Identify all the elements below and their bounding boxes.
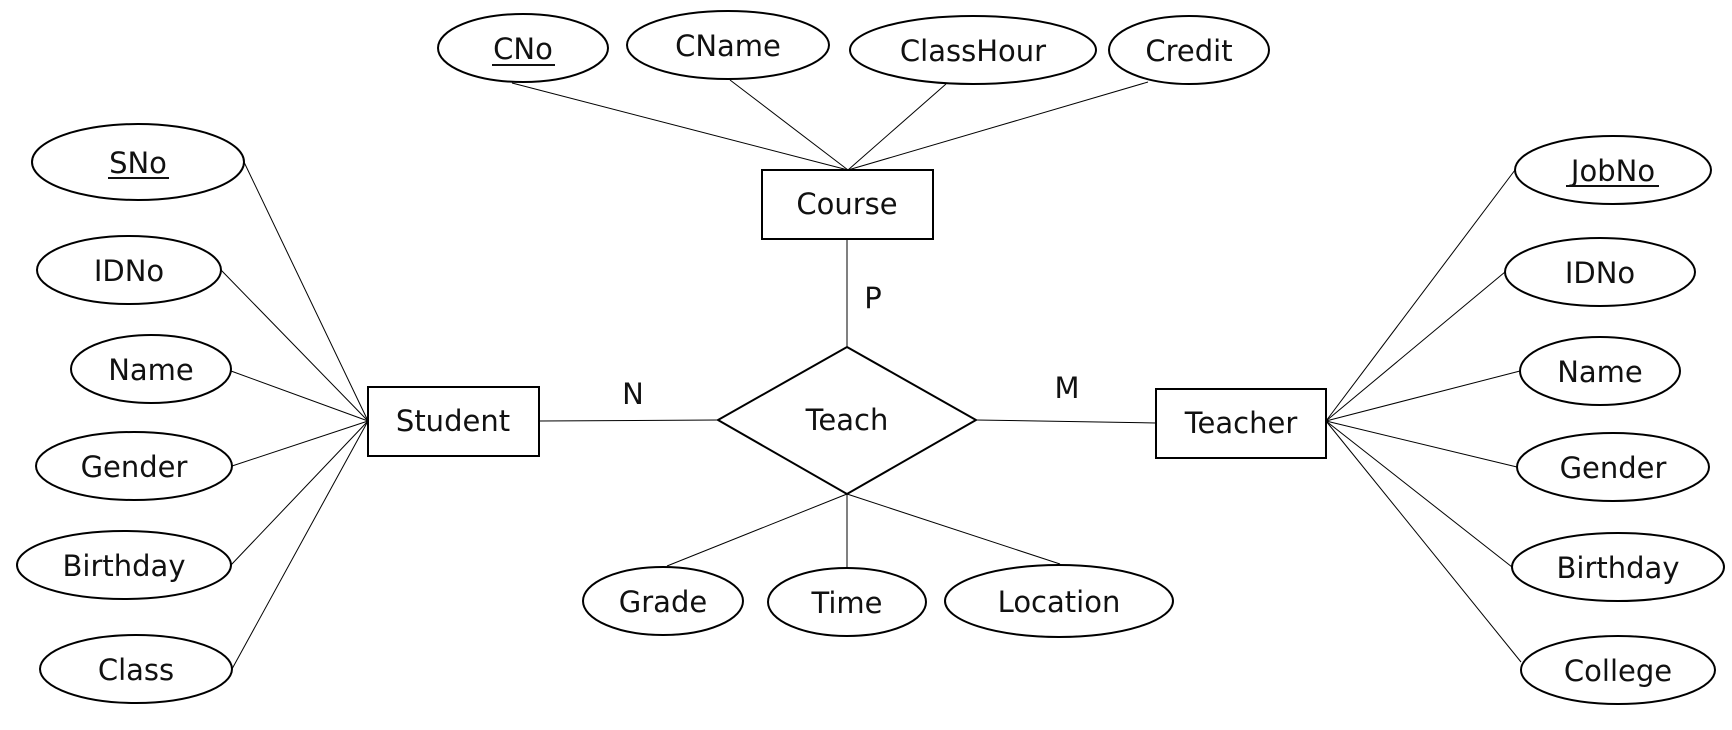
attr-student-sno-label: SNo: [109, 146, 167, 180]
attr-student-idno: IDNo: [36, 235, 222, 305]
attr-teach-time-label: Time: [811, 586, 883, 620]
attr-teacher-gender-label: Gender: [1560, 451, 1667, 485]
connectors: [220, 79, 1522, 670]
attr-teach-grade-label: Grade: [619, 585, 707, 619]
attr-teacher-college: College: [1520, 635, 1716, 705]
attr-student-idno-label: IDNo: [94, 254, 164, 288]
conn-student-name: [230, 370, 369, 422]
conn-course-cno: [511, 82, 849, 171]
attr-student-sno: SNo: [31, 123, 245, 201]
attr-course-cname-label: CName: [675, 29, 781, 63]
attr-teacher-jobno: JobNo: [1514, 135, 1712, 205]
entity-student-label: Student: [396, 404, 510, 438]
conn-course-cname: [729, 79, 849, 171]
attr-course-credit-label: Credit: [1145, 34, 1232, 68]
conn-course-credit: [847, 81, 1149, 171]
entity-student: Student: [367, 386, 540, 457]
attr-course-classhour-label: ClassHour: [900, 34, 1046, 68]
attr-teacher-college-label: College: [1564, 654, 1672, 688]
attr-student-class-label: Class: [98, 653, 174, 687]
attr-student-birthday: Birthday: [16, 530, 232, 600]
entity-teacher-label: Teacher: [1184, 406, 1298, 440]
cardinality-teacher: M: [1054, 371, 1079, 405]
conn-teach-location: [846, 493, 1061, 565]
conn-student-birthday: [230, 420, 369, 566]
conn-student-sno: [243, 161, 369, 422]
attr-student-gender: Gender: [35, 431, 233, 501]
attr-teacher-gender: Gender: [1516, 432, 1710, 502]
conn-teach-teacher: [975, 419, 1157, 424]
relationship-teach: Teach: [715, 345, 979, 496]
conn-teacher-name: [1325, 370, 1521, 422]
attr-teacher-idno-label: IDNo: [1565, 256, 1635, 290]
relationship-teach-label: Teach: [805, 403, 889, 437]
conn-student-teach: [538, 419, 719, 422]
attr-course-cname: CName: [626, 10, 830, 80]
attr-student-name-label: Name: [108, 353, 194, 387]
entity-course: Course: [761, 169, 934, 240]
entity-course-label: Course: [796, 187, 897, 221]
entity-teacher: Teacher: [1155, 388, 1327, 459]
attr-teacher-idno: IDNo: [1504, 237, 1696, 307]
attr-teacher-name: Name: [1519, 336, 1681, 406]
attr-teach-location: Location: [944, 564, 1174, 638]
conn-teacher-gender: [1325, 420, 1518, 468]
attr-teach-time: Time: [767, 567, 927, 637]
attr-course-cno-label: CNo: [493, 32, 553, 66]
attr-course-classhour: ClassHour: [849, 15, 1097, 85]
attr-student-birthday-label: Birthday: [63, 549, 186, 583]
attr-teacher-birthday-label: Birthday: [1557, 551, 1680, 585]
attr-course-credit: Credit: [1108, 15, 1270, 85]
cardinality-student: N: [622, 377, 644, 411]
attr-student-gender-label: Gender: [81, 450, 188, 484]
conn-teacher-jobno: [1325, 169, 1516, 422]
conn-teacher-birthday: [1325, 420, 1513, 568]
attr-student-name: Name: [70, 334, 232, 404]
conn-course-classhour: [847, 83, 947, 171]
attr-teach-location-label: Location: [998, 585, 1121, 619]
conn-student-idno: [220, 269, 369, 422]
conn-teach-grade: [666, 493, 848, 567]
attr-course-cno: CNo: [437, 13, 609, 83]
conn-student-class: [231, 420, 369, 670]
attr-teacher-birthday: Birthday: [1511, 532, 1725, 602]
attr-student-class: Class: [39, 634, 233, 704]
conn-teacher-idno: [1325, 271, 1506, 422]
cardinality-course: P: [864, 281, 882, 315]
attr-teacher-jobno-label: JobNo: [1569, 154, 1655, 188]
conn-student-gender: [231, 420, 369, 467]
conn-teacher-college: [1325, 420, 1522, 663]
attr-teach-grade: Grade: [582, 566, 744, 636]
attr-teacher-name-label: Name: [1557, 355, 1643, 389]
